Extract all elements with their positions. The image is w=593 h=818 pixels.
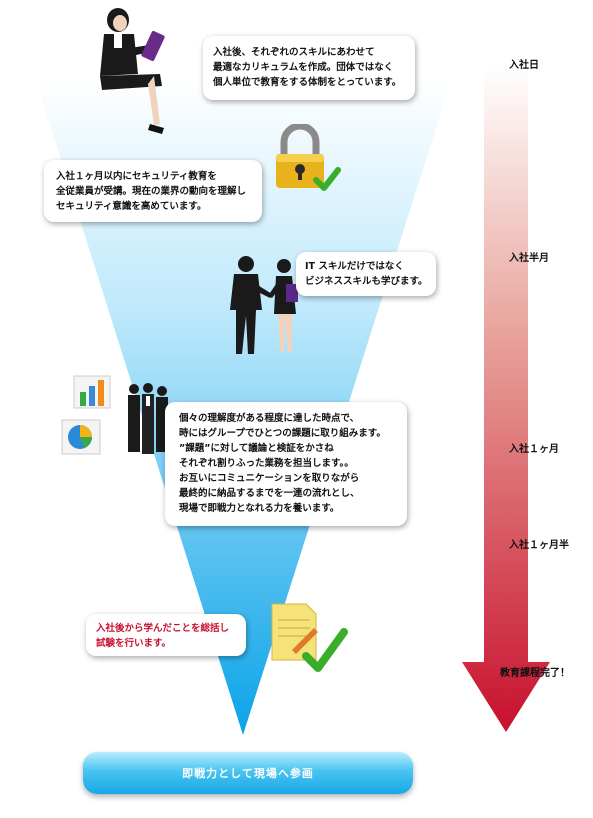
note-group-project: 個々の理解度がある程度に達した時点で、 時にはグループでひとつの課題に取り組みま… <box>165 402 407 526</box>
document-check-icon <box>271 603 348 672</box>
note-line: 個人単位で教育をする体制をとっています。 <box>213 77 402 88</box>
note-line: セキュリティ意識を高めています。 <box>56 201 207 212</box>
note-line: IT スキルだけではなく <box>305 261 404 272</box>
note-security-education: 入社１ヶ月以内にセキュリティ教育を 全従業員が受講。現在の業界の動向を理解し セ… <box>44 160 262 222</box>
note-line: 最終的に納品するまでを一連の流れとし、 <box>179 488 360 499</box>
note-line: 時にはグループでひとつの課題に取り組みます。 <box>179 428 386 439</box>
timeline-marker-one-month: 入社１ヶ月 <box>509 444 559 455</box>
note-business-skills: IT スキルだけではなく ビジネススキルも学びます。 <box>296 252 436 296</box>
note-line: 全従業員が受講。現在の業界の動向を理解し <box>56 186 247 197</box>
timeline-marker-half-month: 入社半月 <box>509 253 549 264</box>
note-line: お互いにコミュニケーションを取りながら <box>179 473 360 484</box>
note-custom-curriculum: 入社後、それぞれのスキルにあわせて 最適なカリキュラムを作成。団体ではなく 個人… <box>203 36 415 100</box>
note-line: ビジネススキルも学びます。 <box>305 276 428 287</box>
timeline-marker-complete: 教育課程完了！ <box>500 668 570 679</box>
note-line: 現場で即戦力となれる力を養います。 <box>179 503 340 514</box>
note-line: ”課題”に対して議論と検証をかさね <box>179 443 334 454</box>
woman-with-tablet-icon <box>100 8 165 134</box>
padlock-check-icon <box>276 124 341 191</box>
note-line: 入社後、それぞれのスキルにあわせて <box>213 47 375 58</box>
note-line: 入社後から学んだことを総括し <box>96 623 230 634</box>
bar-chart-icon <box>73 375 111 409</box>
handshake-people-icon <box>230 256 298 354</box>
pie-chart-icon <box>61 419 101 455</box>
note-line: 最適なカリキュラムを作成。団体ではなく <box>213 62 394 73</box>
timeline-arrow <box>462 68 550 732</box>
note-line: 試験を行います。 <box>96 638 172 649</box>
join-field-banner: 即戦力として現場へ参画 <box>83 752 413 794</box>
note-line: 個々の理解度がある程度に達した時点で、 <box>179 413 360 424</box>
note-line: それぞれ割りふった業務を担当します。。 <box>179 458 354 469</box>
timeline-marker-start: 入社日 <box>509 60 539 71</box>
note-line: 入社１ヶ月以内にセキュリティ教育を <box>56 171 217 182</box>
timeline-marker-one-half-month: 入社１ヶ月半 <box>509 540 569 551</box>
note-final-exam: 入社後から学んだことを総括し 試験を行います。 <box>86 614 246 656</box>
